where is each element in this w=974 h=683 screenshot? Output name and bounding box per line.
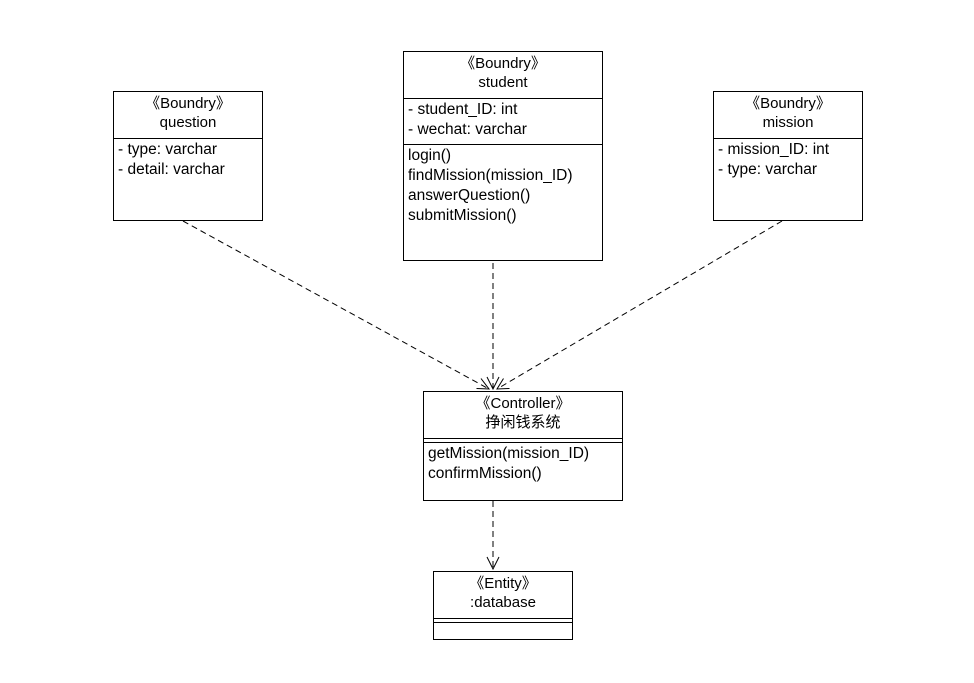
dependency-arrowhead-question <box>476 378 491 390</box>
dependency-arrowhead-database <box>486 556 500 571</box>
class-student-attribute: - student_ID: int <box>408 101 518 118</box>
class-question-attribute: - type: varchar <box>118 141 218 158</box>
class-mission-attribute: - mission_ID: int <box>718 141 830 158</box>
class-student-attributes: - student_ID: int - wechat: varchar <box>404 99 602 145</box>
dependency-arrowhead-mission <box>496 378 510 390</box>
class-student-operation: answerQuestion() <box>408 187 531 204</box>
class-controller-operation: getMission(mission_ID) <box>428 445 590 462</box>
class-student-operations: login() findMission(mission_ID) answerQu… <box>404 145 602 226</box>
class-student-header: 《Boundry》 student <box>404 52 602 99</box>
class-question-attribute: - detail: varchar <box>118 161 225 178</box>
class-question-attributes: - type: varchar - detail: varchar <box>114 139 262 180</box>
class-controller[interactable]: 《Controller》 挣闲钱系统 getMission(mission_ID… <box>423 391 623 501</box>
class-student-name: student <box>478 74 528 91</box>
class-controller-operations: getMission(mission_ID) confirmMission() <box>424 443 622 484</box>
class-database-name: :database <box>470 594 536 611</box>
class-student-operation: findMission(mission_ID) <box>408 167 573 184</box>
class-mission-header: 《Boundry》 mission <box>714 92 862 139</box>
class-question-stereotype: 《Boundry》 <box>145 95 231 112</box>
class-mission[interactable]: 《Boundry》 mission - mission_ID: int - ty… <box>713 91 863 221</box>
class-mission-attribute: - type: varchar <box>718 161 818 178</box>
class-database-empty-attributes <box>434 618 572 623</box>
class-mission-name: mission <box>762 114 814 131</box>
class-controller-stereotype: 《Controller》 <box>475 395 571 412</box>
class-question-header: 《Boundry》 question <box>114 92 262 139</box>
dependency-question-to-controller <box>182 220 490 390</box>
class-question-name: question <box>159 114 217 131</box>
class-controller-header: 《Controller》 挣闲钱系统 <box>424 392 622 438</box>
class-question[interactable]: 《Boundry》 question - type: varchar - det… <box>113 91 263 221</box>
class-student-stereotype: 《Boundry》 <box>460 55 546 72</box>
class-controller-empty-attributes <box>424 438 622 443</box>
class-mission-attributes: - mission_ID: int - type: varchar <box>714 139 862 180</box>
class-student-attribute: - wechat: varchar <box>408 121 527 138</box>
class-controller-operation: confirmMission() <box>428 465 542 482</box>
class-student[interactable]: 《Boundry》 student - student_ID: int - we… <box>403 51 603 261</box>
dependency-mission-to-controller <box>496 220 783 390</box>
class-mission-stereotype: 《Boundry》 <box>745 95 831 112</box>
class-student-operation: login() <box>408 147 452 164</box>
class-database-stereotype: 《Entity》 <box>469 575 537 592</box>
class-student-operation: submitMission() <box>408 207 517 224</box>
class-database-header: 《Entity》 :database <box>434 572 572 618</box>
class-database[interactable]: 《Entity》 :database <box>433 571 573 640</box>
dependency-arrowhead-student <box>486 376 500 391</box>
class-controller-name: 挣闲钱系统 <box>485 414 561 431</box>
